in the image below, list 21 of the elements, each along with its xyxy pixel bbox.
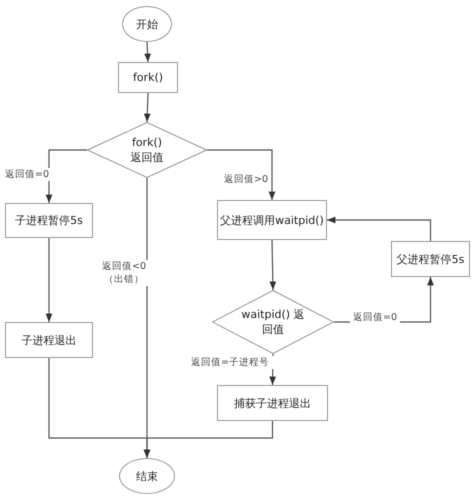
arrow xyxy=(144,42,151,62)
arrow xyxy=(207,149,276,200)
start-oval: 开始 xyxy=(122,6,172,42)
arrow xyxy=(144,421,274,458)
decision-diamond: fork() 返回值 xyxy=(87,122,207,178)
process-box: 捕获子进程退出 xyxy=(217,385,328,421)
process-box: fork() xyxy=(118,62,178,93)
edge-label: 返回值<0（出错） xyxy=(100,260,148,286)
arrow xyxy=(46,238,52,322)
edge-label: 返回值>0 xyxy=(222,173,270,186)
arrow xyxy=(327,216,432,241)
process-box: 父进程调用waitpid() xyxy=(217,200,327,240)
edge-label: 返回值=0 xyxy=(3,168,51,181)
end-oval: 结束 xyxy=(119,458,175,494)
arrow xyxy=(269,240,276,290)
process-box: 子进程暂停5s xyxy=(5,203,93,238)
edge-label: 返回值=0 xyxy=(350,311,400,324)
arrow xyxy=(144,92,151,122)
process-box: 父进程暂停5s xyxy=(391,241,470,277)
process-box: 子进程退出 xyxy=(5,322,93,358)
decision-diamond: waitpid() 返回值 xyxy=(212,290,334,354)
